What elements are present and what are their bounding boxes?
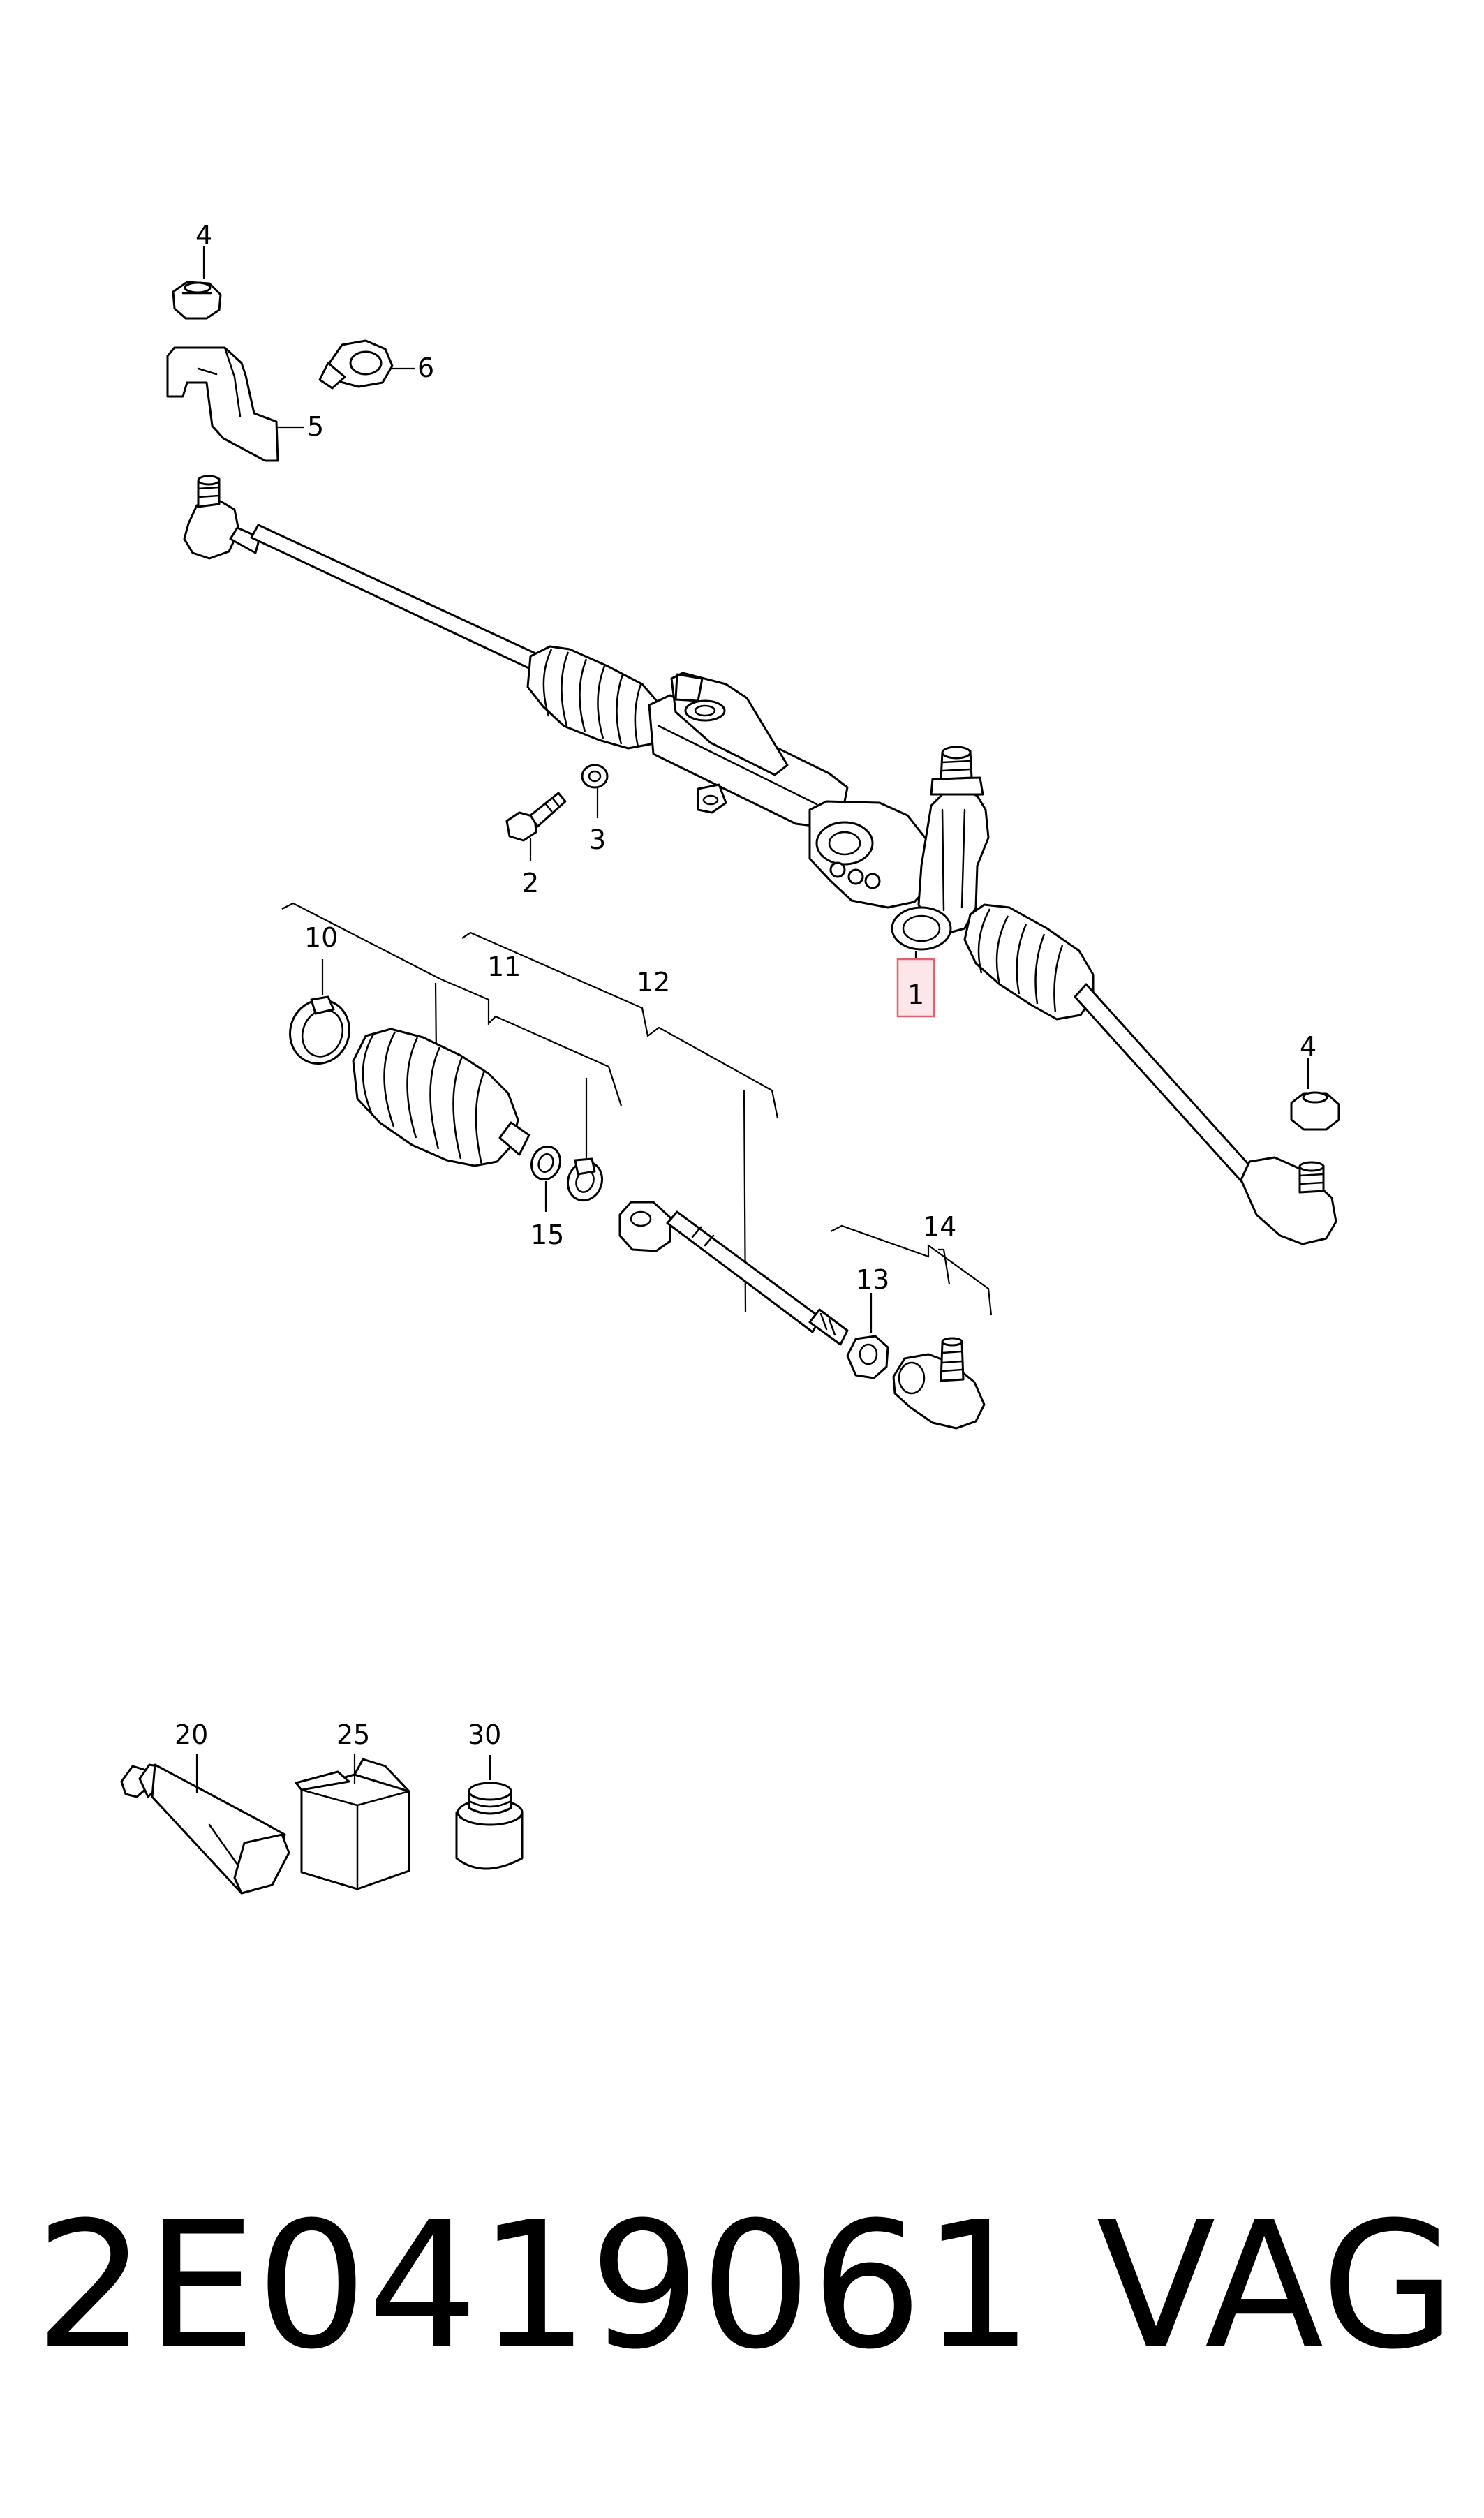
part-number-label: 2E0419061 (35, 2184, 1034, 2387)
container-part-30 (455, 1755, 524, 1870)
brand-label: VAG (1096, 2184, 1456, 2387)
callout-4-right: 4 (1300, 1031, 1316, 1062)
callout-20: 20 (175, 1719, 208, 1750)
callout-2: 2 (522, 868, 539, 898)
grease-tube-part-20 (120, 1754, 290, 1895)
callout-11: 11 (487, 951, 521, 982)
callout-13: 13 (856, 1264, 889, 1295)
nut-part-13 (846, 1293, 889, 1379)
bolt-part-2 (505, 792, 567, 861)
callout-10: 10 (304, 922, 338, 953)
callout-15: 15 (530, 1220, 564, 1250)
clamp-ring-part-10 (289, 995, 350, 1065)
callout-4-top: 4 (195, 220, 212, 251)
callout-5: 5 (307, 411, 324, 442)
callout-12: 12 (637, 967, 670, 998)
small-clamp-part-11 (566, 1157, 604, 1202)
bracket-part-5 (166, 346, 304, 462)
nut-part-4-right (1290, 1058, 1340, 1131)
ring-part-15 (530, 1145, 562, 1212)
tie-rod-end-part-14 (892, 1337, 986, 1430)
callout-3: 3 (589, 824, 606, 855)
callout-6: 6 (417, 353, 434, 383)
washer-part-3 (581, 764, 609, 818)
steering-rack-part-1 (183, 475, 1337, 1245)
callout-14: 14 (923, 1211, 956, 1242)
nut-part-4-top (172, 246, 222, 320)
callout-1-highlight (896, 958, 935, 1018)
callout-30: 30 (468, 1719, 501, 1750)
inner-tie-rod-part-12 (618, 1201, 849, 1346)
steering-boot (352, 1028, 530, 1167)
callout-25: 25 (336, 1719, 370, 1750)
clamp-part-6 (318, 339, 415, 390)
box-part-25 (295, 1754, 410, 1890)
callout-1: 1 (907, 979, 924, 1010)
